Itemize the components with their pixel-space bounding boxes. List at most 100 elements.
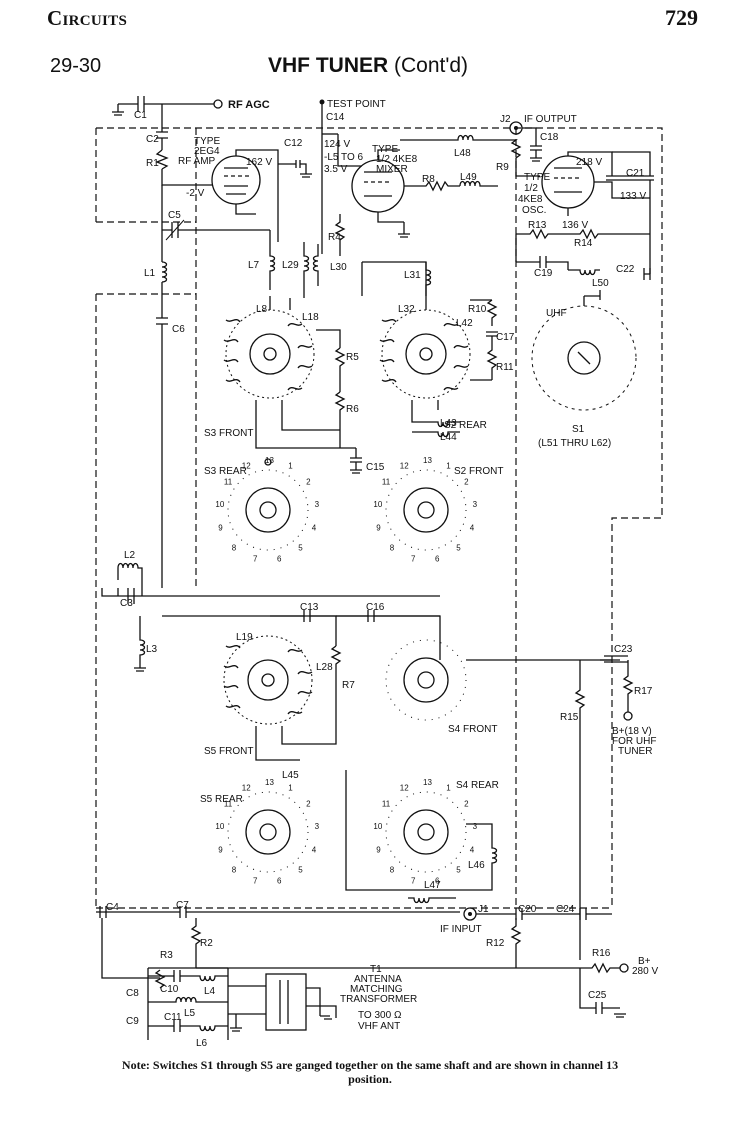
- ref-c10: C10: [160, 984, 179, 995]
- ref-c7: C7: [176, 900, 189, 911]
- s2-rear-label: S2 REAR: [444, 420, 487, 431]
- ref-c14: C14: [326, 112, 345, 123]
- s4-rear-position-10: 10: [373, 822, 382, 831]
- s2-front-label: S2 FRONT: [454, 466, 503, 477]
- ref-l32: L32: [398, 304, 415, 315]
- s5-rear-position-13: 13: [265, 778, 274, 787]
- v3-tube-label: 4KE8: [518, 194, 543, 205]
- s3-rear-position-3: 3: [315, 500, 320, 509]
- ref-c9: C9: [126, 1016, 139, 1027]
- bplus-uhf-line1: B+(18 V): [612, 726, 652, 737]
- s5-rear-position-8: 8: [232, 865, 237, 874]
- ref-l49: L49: [460, 172, 477, 183]
- if-output-label: IF OUTPUT: [524, 114, 577, 125]
- v3-type-label: TYPE: [524, 172, 550, 183]
- s2-front-position-5: 5: [456, 543, 461, 552]
- s4-rear-position-9: 9: [376, 846, 381, 855]
- footnote-text: Switches S1 through S5 are ganged togeth…: [152, 1058, 619, 1086]
- ref-l6: L6: [196, 1038, 208, 1049]
- s1-sub-label: (L51 THRU L62): [538, 438, 611, 449]
- v3-voltage-133: 133 V: [620, 191, 646, 202]
- s3-rear-position-11: 11: [224, 478, 233, 487]
- figure-number: 29-30: [50, 55, 102, 77]
- ref-c17: C17: [496, 332, 515, 343]
- uhf-bplus-network: [574, 655, 634, 960]
- t1-label: T1: [370, 964, 382, 975]
- ant-label-1: TO 300 Ω: [358, 1010, 402, 1021]
- v1-tube-label: 2EG4: [194, 146, 220, 157]
- s4-rear-position-5: 5: [456, 865, 461, 874]
- bplus-uhf-line3: TUNER: [618, 746, 652, 757]
- ref-c19: C19: [534, 268, 553, 279]
- s1-label: S1: [572, 424, 585, 435]
- ref-l42: L42: [456, 318, 473, 329]
- s2-front-position-2: 2: [464, 478, 469, 487]
- v1-func-label: RF AMP: [178, 156, 216, 167]
- ref-c6: C6: [172, 324, 185, 335]
- ref-l2: L2: [124, 550, 136, 561]
- s4-rear-position-6: 6: [435, 877, 440, 886]
- ref-c5: C5: [168, 210, 181, 221]
- ref-c24: C24: [556, 904, 575, 915]
- ref-r17: R17: [634, 686, 653, 697]
- mixer-tube: [322, 133, 512, 256]
- s4-rear-wafer: [345, 770, 498, 904]
- ref-r3: R3: [160, 950, 173, 961]
- ref-l4: L4: [204, 986, 216, 997]
- ref-l44: L44: [440, 432, 457, 443]
- s2-front-position-3: 3: [473, 500, 478, 509]
- ref-l48: L48: [454, 148, 471, 159]
- t1-desc-1: ANTENNA: [354, 974, 402, 985]
- s4-rear-position-13: 13: [423, 778, 432, 787]
- ref-r8: R8: [422, 174, 435, 185]
- v2-cathode-voltage: 3.5 V: [324, 164, 348, 175]
- s3-rear-position-10: 10: [215, 500, 224, 509]
- v2-type-label: TYPE: [372, 144, 398, 155]
- ref-c8: C8: [126, 988, 139, 999]
- ref-l50: L50: [592, 278, 609, 289]
- ref-c2: C2: [146, 134, 159, 145]
- ref-l45: L45: [282, 770, 299, 781]
- ref-r16: R16: [592, 948, 611, 959]
- s3-rear-label: S3 REAR: [204, 466, 247, 477]
- s4-rear-position-8: 8: [390, 865, 395, 874]
- ref-r13: R13: [528, 220, 547, 231]
- ref-r9: R9: [496, 162, 509, 173]
- footnote-prefix: Note:: [121, 1058, 150, 1072]
- s5-rear-position-2: 2: [306, 800, 311, 809]
- figure-title: VHF TUNER (Cont'd): [268, 54, 468, 78]
- ref-r5: R5: [346, 352, 359, 363]
- s5-rear-position-9: 9: [218, 846, 223, 855]
- ref-c22: C22: [616, 264, 635, 275]
- s4-rear-position-4: 4: [470, 846, 475, 855]
- s2-front-position-13: 13: [423, 456, 432, 465]
- s2-front-position-10: 10: [373, 500, 382, 509]
- ref-l5: L5: [184, 1008, 196, 1019]
- j2-label: J2: [500, 114, 511, 125]
- j1-label: J1: [478, 904, 489, 915]
- ref-l43: L43: [440, 418, 457, 429]
- ref-r15: R15: [560, 712, 579, 723]
- ref-r4: R4: [328, 232, 341, 243]
- ref-l8: L8: [256, 304, 268, 315]
- header-section-title: Circuits: [47, 6, 128, 30]
- s3-rear-position-6: 6: [277, 555, 282, 564]
- s2-front-position-9: 9: [376, 524, 381, 533]
- rf-agc-label: RF AGC: [228, 99, 270, 111]
- ref-r1: R1: [146, 158, 159, 169]
- ref-c3: C3: [120, 598, 133, 609]
- s3-rear-position-5: 5: [298, 543, 303, 552]
- ref-l7: L7: [248, 260, 260, 271]
- s5-rear-position-6: 6: [277, 877, 282, 886]
- s2-front-position-4: 4: [470, 524, 475, 533]
- v3-frac-label: 1/2: [524, 183, 538, 194]
- s3-rear-position-7: 7: [253, 555, 258, 564]
- s5-rear-label: S5 REAR: [200, 794, 243, 805]
- s3-front-label: S3 FRONT: [204, 428, 253, 439]
- agc-input-network: [112, 96, 223, 230]
- v3-plate-voltage: 218 V: [576, 157, 602, 168]
- ref-r11: R11: [496, 362, 514, 373]
- s5-rear-position-11: 11: [224, 800, 233, 809]
- ref-r12: R12: [486, 938, 505, 949]
- ref-l47: L47: [424, 880, 441, 891]
